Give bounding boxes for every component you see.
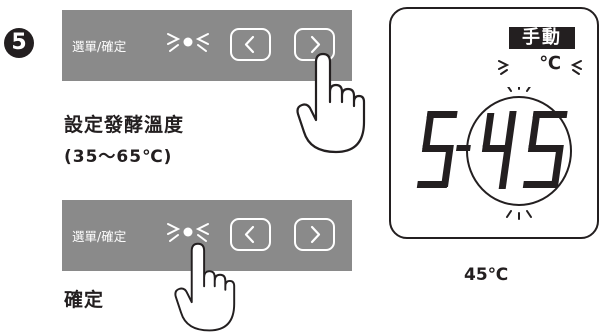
result-temperature: 45℃ — [464, 265, 509, 285]
hand-pointer-icon — [174, 242, 236, 332]
menu-confirm-label: 選單/確定 — [72, 229, 127, 244]
confirm-dot-icon — [183, 37, 193, 47]
chevron-right-icon — [310, 225, 321, 244]
digit-four-middle — [481, 111, 517, 189]
next-button[interactable] — [294, 28, 335, 61]
hand-pointer-icon — [296, 52, 366, 154]
control-panel-top: 選單/確定 — [62, 10, 352, 81]
temperature-unit: ℃ — [539, 53, 561, 74]
chevron-left-icon — [244, 225, 255, 244]
flash-icon — [167, 223, 209, 242]
next-button[interactable] — [294, 218, 335, 251]
prev-button[interactable] — [230, 218, 271, 251]
digit-five-left — [416, 111, 458, 188]
unit-flash-icon — [498, 60, 582, 75]
step-number-badge: 5 — [4, 28, 34, 58]
control-panel-bottom: 選單/確定 — [62, 200, 352, 271]
blink-ticks — [506, 87, 532, 220]
digit-five-right — [522, 111, 568, 188]
menu-confirm-label: 選單/確定 — [72, 39, 127, 54]
confirm-dot-icon — [183, 227, 193, 237]
set-temperature-caption: 設定發酵溫度 — [64, 114, 185, 136]
chevron-right-icon — [310, 35, 321, 54]
mode-badge: 手動 — [509, 27, 575, 49]
temperature-range-caption: (35〜65℃) — [64, 147, 173, 167]
confirm-caption: 確定 — [64, 289, 105, 311]
flash-icon — [167, 33, 209, 52]
confirm-button[interactable] — [166, 25, 210, 61]
prev-button[interactable] — [230, 28, 271, 61]
chevron-left-icon — [244, 35, 255, 54]
confirm-button[interactable] — [166, 215, 210, 251]
temperature-digits — [416, 87, 572, 220]
lcd-display: 手動 ℃ — [389, 7, 599, 239]
